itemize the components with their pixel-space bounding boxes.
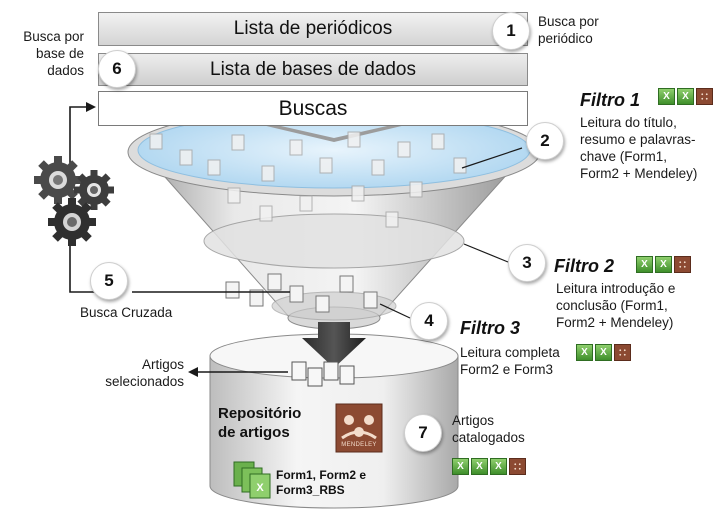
excel-sheet-icon: X <box>677 88 694 105</box>
down-arrow <box>302 322 366 368</box>
periodicos-list-bar: Lista de periódicos <box>98 12 528 46</box>
filtro-2-title: Filtro 2 <box>554 256 615 276</box>
document-icon <box>149 131 467 228</box>
busca-cruzada-label: Busca Cruzada <box>80 305 173 320</box>
filtro-2-icons: X X <box>636 256 691 273</box>
step-7-badge: 7 <box>404 414 442 452</box>
step-2-badge: 2 <box>526 122 564 160</box>
filtro-1-title: Filtro 1 <box>580 90 641 110</box>
excel-sheet-icon: X <box>658 88 675 105</box>
filtro-3-title: Filtro 3 <box>460 318 521 338</box>
mendeley-icon <box>674 256 691 273</box>
filtro-3-icons: X X <box>576 344 631 361</box>
mendeley-icon <box>614 344 631 361</box>
mendeley-icon <box>509 458 526 475</box>
gears-icon <box>34 156 114 246</box>
excel-sheet-icon: X <box>452 458 469 475</box>
mendeley-logo-text: MENDELEY <box>341 442 377 448</box>
svg-text:X: X <box>256 482 264 494</box>
excel-sheet-icon: X <box>595 344 612 361</box>
mendeley-icon <box>696 88 713 105</box>
repository-cylinder <box>209 355 459 509</box>
excel-sheet-icon: X <box>576 344 593 361</box>
bases-list-bar: Lista de bases de dados <box>98 53 528 86</box>
step-3-badge: 3 <box>508 244 546 282</box>
filtro-1-icons: X X <box>658 88 713 105</box>
step-5-badge: 5 <box>90 262 128 300</box>
mendeley-logo <box>335 403 383 453</box>
filtro-1-desc: Leitura do título,resumo e palavras- cha… <box>580 115 698 181</box>
excel-sheet-icon: X <box>233 461 271 499</box>
catalogados-icons: X X X <box>452 458 526 475</box>
excel-sheet-icon: X <box>655 256 672 273</box>
excel-sheet-icon: X <box>490 458 507 475</box>
step-1-badge: 1 <box>492 12 530 50</box>
excel-sheet-icon: X <box>471 458 488 475</box>
excel-sheet-icon: X <box>636 256 653 273</box>
step-4-badge: 4 <box>410 302 448 340</box>
buscas-bar: Buscas <box>98 91 528 126</box>
step-6-badge: 6 <box>98 50 136 88</box>
